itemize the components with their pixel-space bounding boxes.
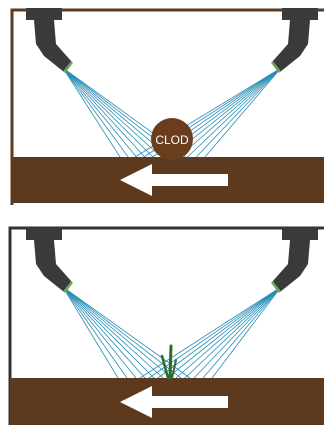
spray-line: [62, 286, 182, 379]
panel-bottom-frame: [8, 226, 324, 425]
spray-line: [62, 286, 164, 379]
spray-line: [62, 286, 191, 379]
spray-line: [62, 67, 154, 158]
nozzle-body: [34, 20, 72, 72]
nozzle-tip: [271, 61, 281, 73]
weed: [160, 344, 177, 380]
spray-line: [193, 286, 282, 379]
spray-line: [62, 67, 137, 158]
nozzle-tip: [63, 61, 73, 73]
nozzle-mount: [26, 8, 62, 20]
panel-bottom: [8, 226, 324, 425]
panel-bottom-spray-right: [139, 286, 282, 379]
panel-top: CLOD: [10, 8, 324, 205]
nozzle-body: [34, 240, 72, 292]
spray-line: [62, 286, 146, 379]
spray-line: [62, 286, 137, 379]
spray-line: [211, 286, 282, 379]
nozzle-right-top: [271, 8, 318, 73]
nozzle-tip: [63, 281, 73, 293]
nozzle-body: [272, 240, 310, 292]
spray-line: [157, 286, 282, 379]
nozzle-mount: [282, 8, 318, 20]
nozzle-tip: [271, 281, 281, 293]
spray-line: [202, 286, 282, 379]
spray-line: [139, 286, 282, 379]
travel-direction-arrow-top: [120, 164, 228, 196]
spray-line: [62, 67, 146, 158]
spray-line: [62, 67, 162, 158]
spray-line: [62, 286, 128, 379]
spray-line: [195, 67, 282, 158]
nozzle-mount: [282, 228, 318, 240]
spray-line: [175, 286, 282, 379]
spray-line: [178, 67, 282, 158]
spray-line: [62, 67, 129, 158]
clod: CLOD: [151, 118, 193, 160]
spray-line: [62, 286, 155, 379]
spray-line: [187, 67, 282, 158]
panel-top-frame: [10, 8, 324, 205]
nozzle-body: [272, 20, 310, 72]
panel-bottom-spray-left: [62, 286, 191, 379]
spray-line: [62, 67, 121, 158]
nozzle-left-bottom: [26, 228, 73, 293]
nozzle-right-bottom: [271, 228, 318, 293]
spray-line: [62, 286, 173, 379]
nozzle-left-top: [26, 8, 73, 73]
spray-line: [184, 286, 282, 379]
clod-label: CLOD: [155, 133, 189, 147]
spray-line: [204, 67, 282, 158]
nozzle-mount: [26, 228, 62, 240]
spray-line: [166, 286, 282, 379]
travel-direction-arrow-bottom: [120, 386, 228, 418]
spray-line: [62, 286, 119, 379]
